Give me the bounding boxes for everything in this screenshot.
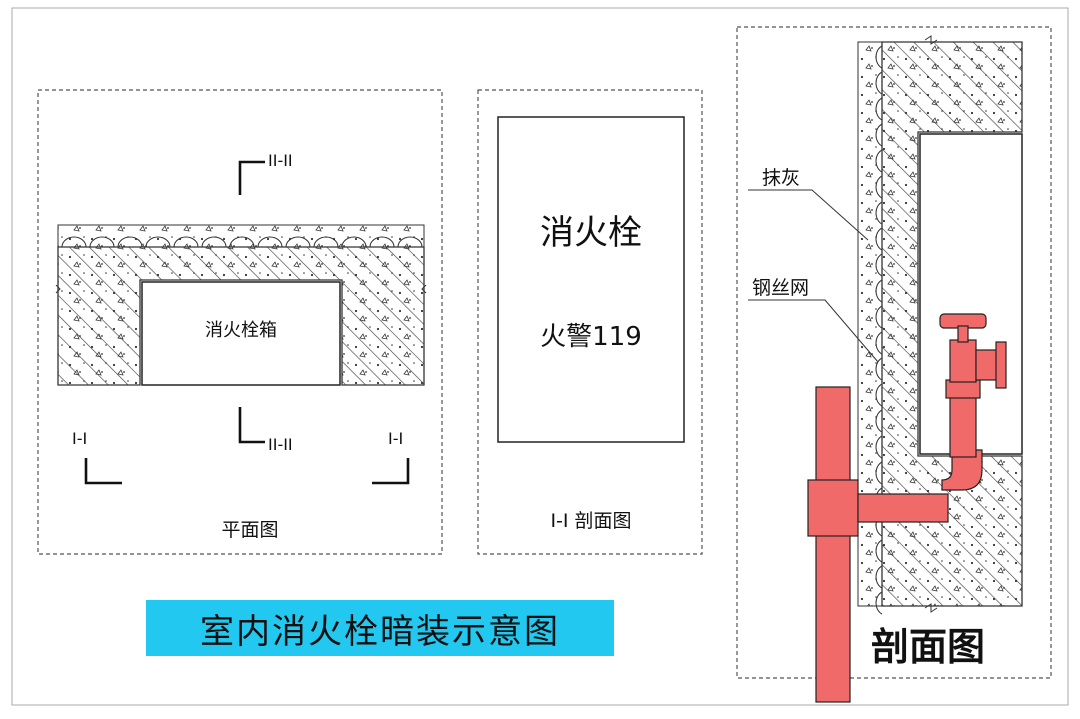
fire-pipe-assembly (807, 313, 1007, 703)
leader-plaster (748, 189, 869, 241)
plan-break-right (421, 284, 427, 294)
section-wall-aggregate (882, 42, 1022, 606)
door-title: 消火栓 (540, 213, 642, 253)
hydrant-valve-stem (949, 394, 977, 458)
cut-mark-ii-bottom (238, 407, 265, 444)
plan-box-label: 消火栓箱 (205, 320, 277, 341)
plan-caption: 平面图 (221, 519, 278, 541)
section-break-top (924, 35, 938, 45)
elevation-view (477, 89, 703, 555)
section-view (736, 26, 1052, 703)
section-break-bottom (924, 603, 938, 613)
cut-mark-i-left (84, 458, 122, 485)
cabinet-door (497, 116, 685, 443)
title-banner: 室内消火栓暗装示意图 (146, 600, 614, 656)
label-plaster: 抹灰 (762, 167, 800, 189)
cut-mark-ii-top (238, 160, 265, 195)
hydrant-valve-body (945, 379, 981, 399)
tee-fitting (807, 479, 859, 537)
plan-cut-i-left: I-I (72, 429, 87, 448)
plan-cut-ii-bottom: II-II (268, 435, 293, 454)
plan-break-left (55, 284, 61, 294)
section-caption: 剖面图 (871, 625, 985, 669)
plan-hydrant-box (141, 281, 341, 386)
label-mesh: 钢丝网 (752, 277, 809, 299)
hydrant-valve-neck (949, 339, 977, 383)
elevation-frame (477, 89, 703, 555)
leader-mesh (748, 299, 879, 363)
section-frame (736, 26, 1052, 679)
door-subtitle: 火警119 (540, 322, 642, 352)
plan-cut-ii-top: II-II (268, 151, 293, 170)
plan-wall-aggregate (58, 247, 424, 385)
plan-cut-i-right: I-I (388, 429, 403, 448)
outer-frame (11, 7, 1069, 706)
diagram-title: 室内消火栓暗装示意图 (200, 611, 560, 652)
cut-mark-i-right (372, 458, 410, 485)
elevation-caption: I-I 剖面图 (550, 510, 631, 532)
hydrant-outlet (975, 349, 999, 381)
branch-pipe (857, 493, 949, 523)
riser-pipe (815, 386, 851, 703)
hydrant-spindle (957, 325, 969, 343)
hydrant-outlet-flange (995, 341, 1007, 389)
plan-view (37, 89, 443, 555)
plan-mesh-arcs (61, 236, 423, 248)
